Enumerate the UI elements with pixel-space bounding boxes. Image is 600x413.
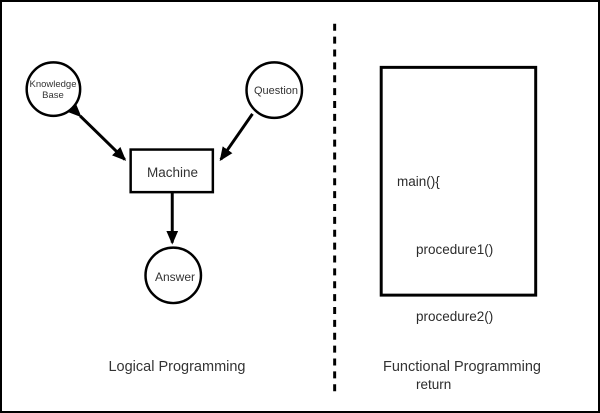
code-line-return: return xyxy=(416,376,452,392)
right-panel-caption: Functional Programming xyxy=(383,359,541,375)
answer-circle xyxy=(144,246,203,305)
kb-machine-arrow xyxy=(67,103,127,161)
knowledge-base-circle xyxy=(25,61,82,118)
knowledge-base-label: Knowledge Base xyxy=(29,79,77,101)
answer-label: Answer xyxy=(154,270,195,284)
question-machine-arrow xyxy=(219,113,254,162)
machine-label: Machine xyxy=(146,165,199,180)
question-label: Question xyxy=(253,85,299,97)
code-line-procedure2: procedure2() xyxy=(416,309,494,324)
code-line-procedure1: procedure1() xyxy=(416,241,494,257)
code-box xyxy=(379,65,538,297)
left-panel-caption: Logical Programming xyxy=(108,359,246,375)
code-block: main(){ procedure1() procedure2() return… xyxy=(397,126,537,411)
question-circle xyxy=(245,61,304,120)
code-line-main: main(){ xyxy=(397,174,440,189)
